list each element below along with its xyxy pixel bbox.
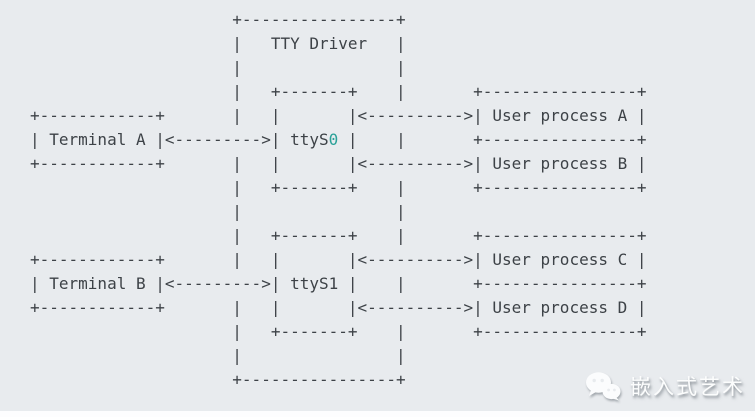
- watermark-label: 嵌入式艺术: [630, 375, 745, 399]
- page-bottom-edge: [0, 411, 755, 417]
- ascii-diagram: +----------------+ | TTY Driver | | | | …: [30, 10, 647, 389]
